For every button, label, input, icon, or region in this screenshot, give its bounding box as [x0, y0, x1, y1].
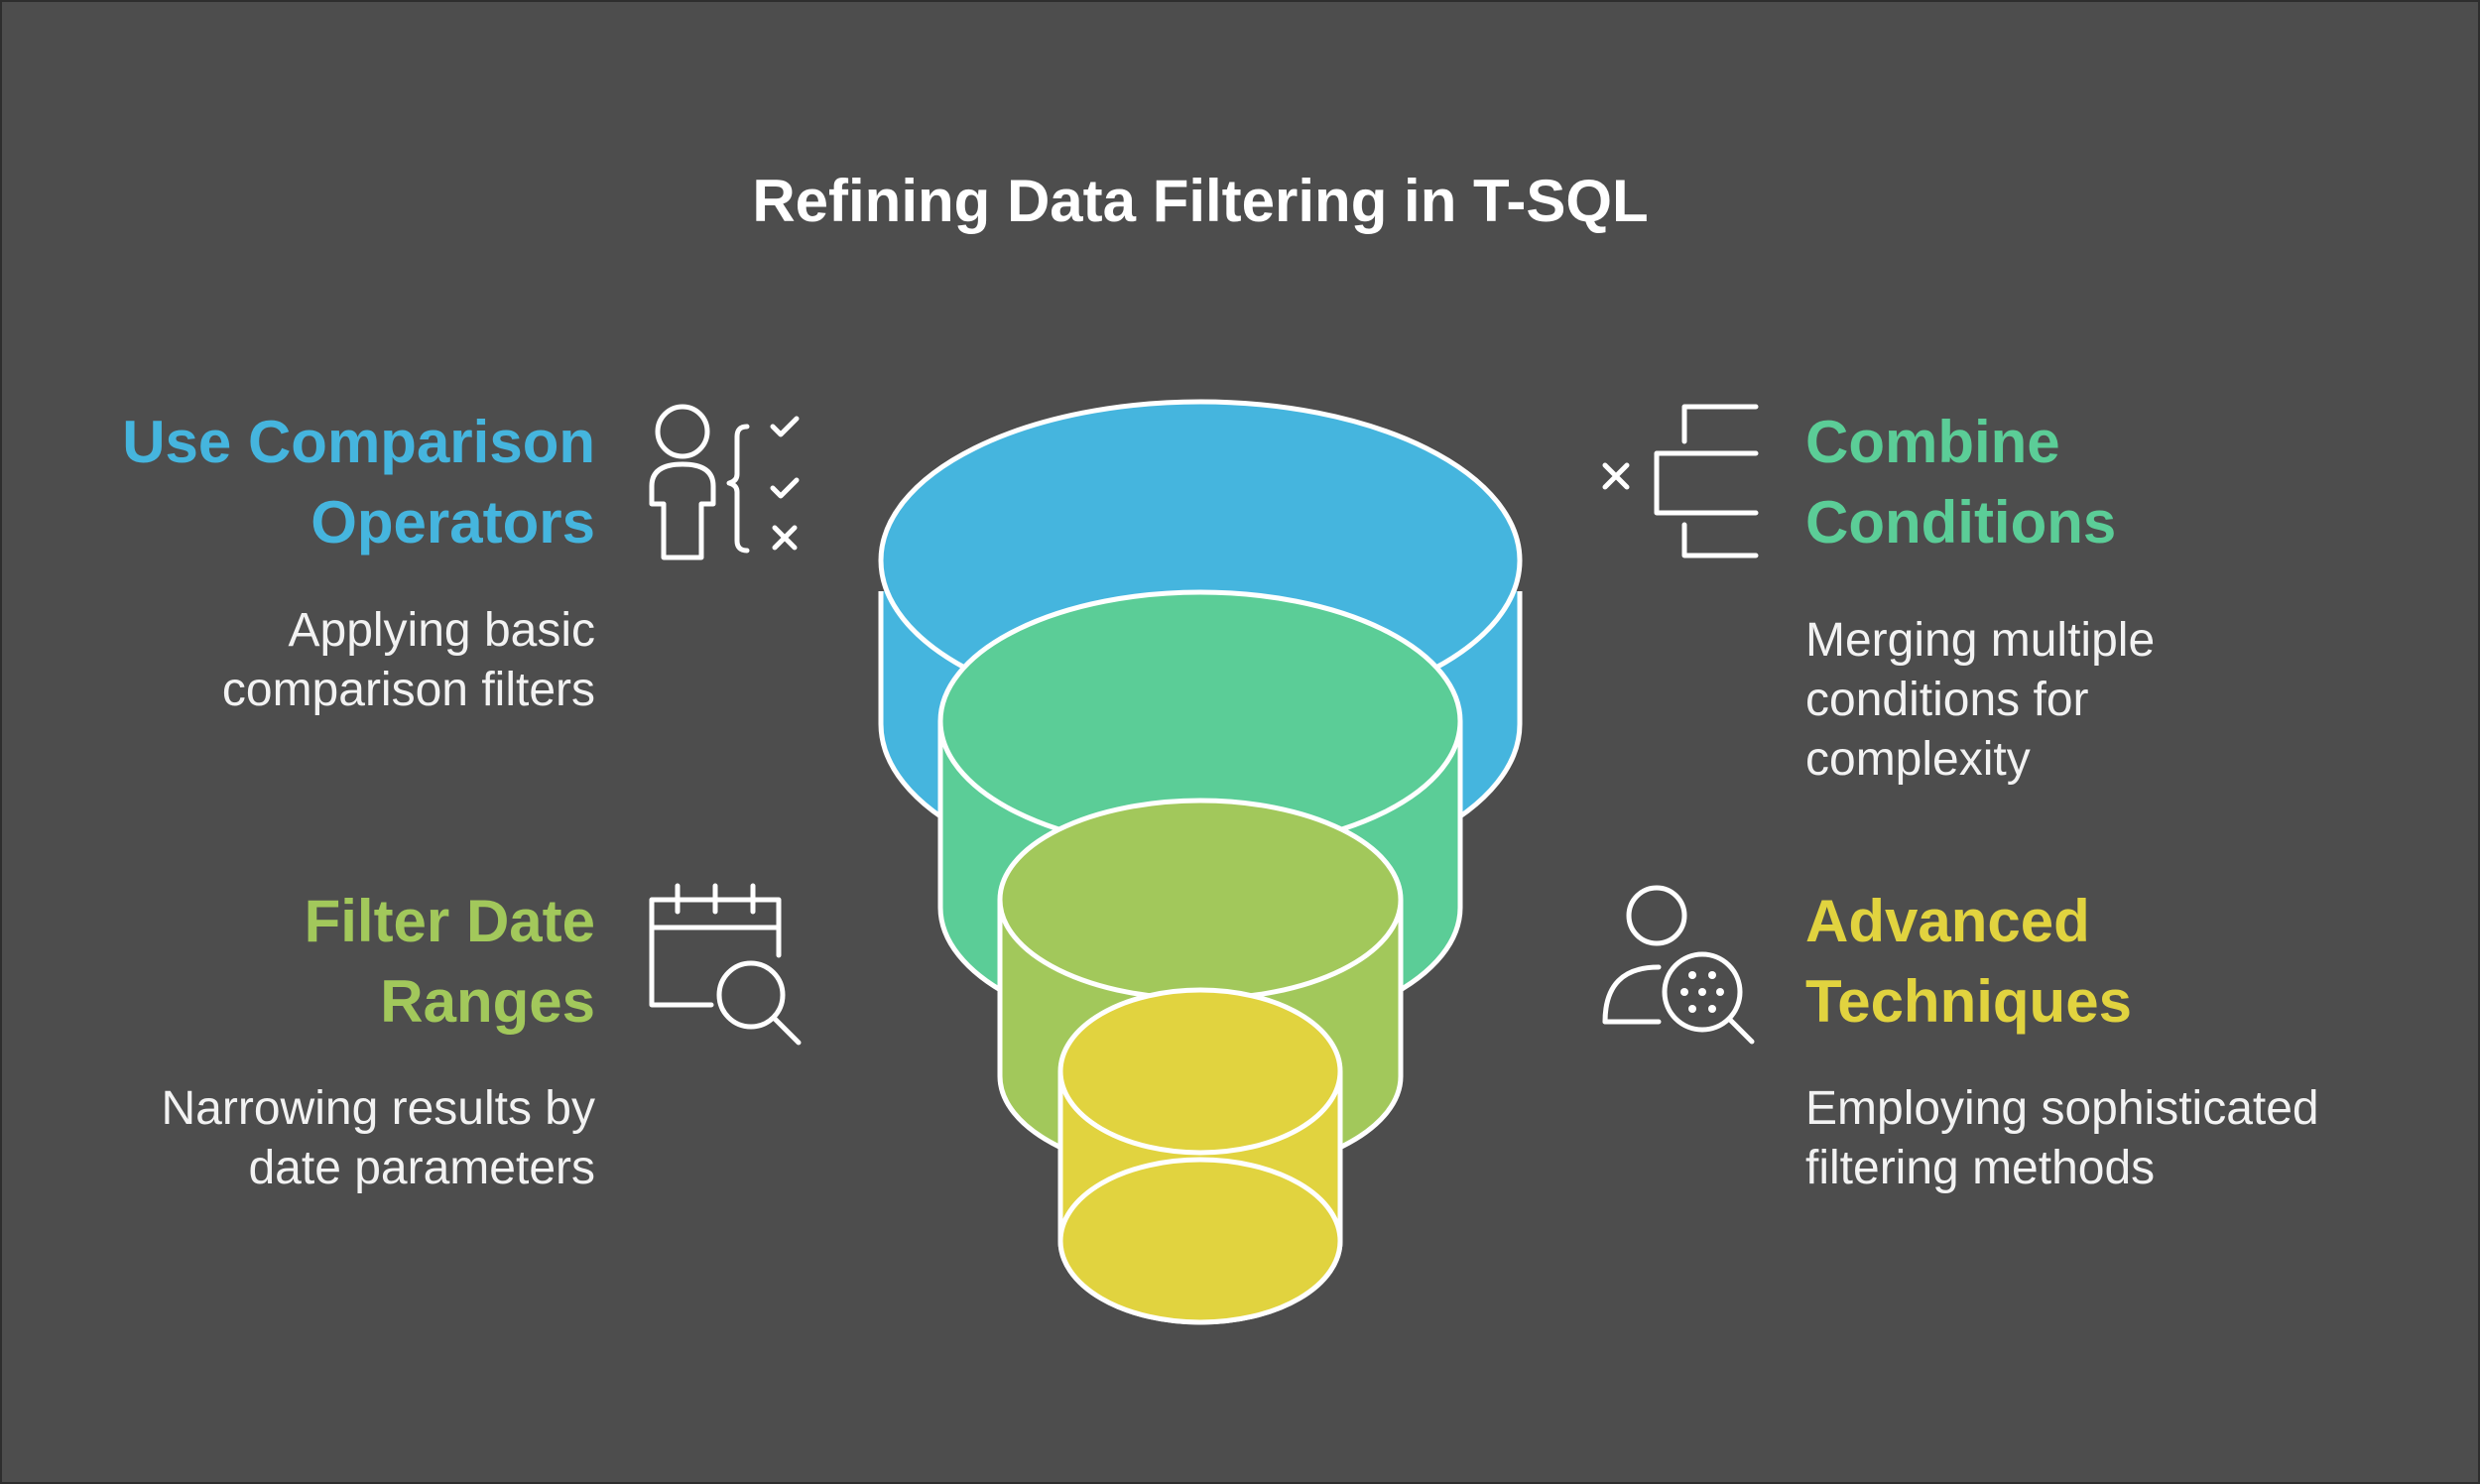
step-1-description-line: Applying basic [288, 604, 595, 657]
step-2-description-line: Merging multiple [1805, 614, 2156, 667]
step-2-heading-line: Combine [1805, 409, 2060, 475]
step-4-description-line: Employing sophisticated [1805, 1082, 2319, 1135]
step-2-description: Merging multiple conditions for complexi… [1805, 611, 2155, 790]
step-4-heading: Advanced Techniques [1805, 881, 2132, 1042]
step-2-heading-line: Conditions [1805, 489, 2117, 556]
calendar-search-icon [649, 883, 802, 1046]
step-1-heading-line: Use Comparison [122, 409, 595, 475]
user-checklist-icon [649, 404, 800, 560]
step-3-heading-line: Filter Date [304, 888, 595, 954]
step-3-heading-line: Ranges [380, 968, 595, 1035]
step-3-description-line: date parameters [248, 1142, 595, 1194]
user-analysis-icon [1602, 885, 1755, 1045]
step-2-heading: Combine Conditions [1805, 402, 2116, 562]
step-3-description-line: Narrowing results by [161, 1082, 595, 1135]
step-1-heading-line: Operators [310, 489, 595, 556]
bracket-merge-icon [1602, 404, 1759, 558]
step-1-heading: Use Comparison Operators [122, 402, 595, 562]
step-2-description-line: conditions for [1805, 674, 2089, 726]
step-1-description: Applying basic comparison filters [222, 601, 595, 720]
step-4-description-line: filtering methods [1805, 1142, 2156, 1194]
step-3-description: Narrowing results by date parameters [162, 1079, 595, 1198]
step-4-heading-line: Techniques [1805, 968, 2132, 1035]
funnel-tier-4 [1057, 987, 1343, 1325]
step-1-description-line: comparison filters [221, 664, 595, 716]
diagram-title: Refining Data Filtering in T-SQL [752, 168, 1649, 234]
step-3-heading: Filter Date Ranges [305, 881, 595, 1042]
step-4-heading-line: Advanced [1805, 888, 2090, 954]
step-4-description: Employing sophisticated filtering method… [1805, 1079, 2319, 1198]
step-2-description-line: complexity [1805, 733, 2031, 786]
